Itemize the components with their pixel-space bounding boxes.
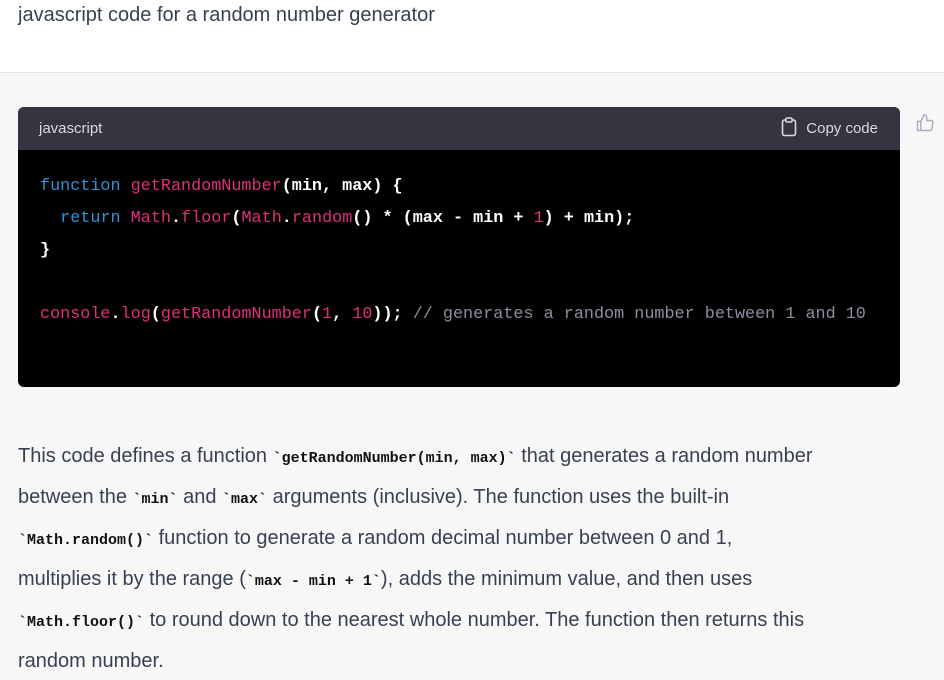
code-token: getRandomNumber xyxy=(160,305,312,324)
answer-line: This code defines a function `getRandomN… xyxy=(18,437,813,478)
code-line: console.log(getRandomNumber(1, 10)); // … xyxy=(40,299,870,331)
answer-text: random number. xyxy=(18,650,164,672)
code-token: 1 xyxy=(322,305,333,324)
answer-line: `Math.random()` function to generate a r… xyxy=(18,519,813,560)
copy-code-button[interactable]: Copy code xyxy=(781,116,878,141)
code-token xyxy=(121,209,131,228)
answer-text: and xyxy=(177,486,223,508)
code-token: } xyxy=(40,241,51,260)
answer-text: function to generate a random decimal nu… xyxy=(153,527,733,549)
code-token: ) + min); xyxy=(543,209,635,228)
code-token: console xyxy=(40,305,111,324)
code-content: function getRandomNumber(min, max) { ret… xyxy=(18,150,892,331)
code-token: floor xyxy=(181,209,232,228)
answer-line: multiplies it by the range (`max - min +… xyxy=(18,560,813,601)
code-token: 1 xyxy=(533,209,544,228)
code-token: 10 xyxy=(352,305,373,324)
inline-code: `min` xyxy=(132,491,178,508)
inline-code: `Math.random()` xyxy=(18,532,154,549)
user-message-row: javascript code for a random number gene… xyxy=(0,0,944,73)
thumbs-up-icon xyxy=(915,113,935,137)
clipboard-icon xyxy=(781,116,797,141)
answer-text: that generates a random number xyxy=(515,445,813,467)
code-block: javascript Copy code function getRandomN… xyxy=(18,107,900,387)
code-token: . xyxy=(170,209,182,228)
code-token: ( xyxy=(150,305,161,324)
code-token xyxy=(121,177,131,196)
answer-text: arguments (inclusive). The function uses… xyxy=(267,486,730,508)
code-token: () * (max - min + xyxy=(352,209,534,228)
code-token: random xyxy=(291,209,353,228)
code-token: Math xyxy=(130,209,171,228)
code-token: log xyxy=(120,305,151,324)
answer-line: `Math.floor()` to round down to the near… xyxy=(18,601,813,642)
code-token: (min, max) { xyxy=(281,177,403,196)
thumbs-up-button[interactable] xyxy=(915,113,935,138)
code-token: function xyxy=(40,177,121,196)
inline-code: `max` xyxy=(222,491,268,508)
copy-code-label: Copy code xyxy=(806,120,878,137)
code-language: javascript xyxy=(39,120,103,137)
code-header: javascript Copy code xyxy=(18,107,900,150)
answer-text: multiplies it by the range ( xyxy=(18,568,246,590)
code-token: // generates a random number between 1 a… xyxy=(412,305,866,324)
code-line: } xyxy=(40,235,870,267)
code-token: . xyxy=(281,209,292,228)
answer-text: This code defines a function xyxy=(18,445,273,467)
inline-code: `max - min + 1` xyxy=(245,573,381,590)
user-message: javascript code for a random number gene… xyxy=(18,4,435,26)
inline-code: `Math.floor()` xyxy=(18,614,145,631)
answer-line: between the `min` and `max` arguments (i… xyxy=(18,478,813,519)
code-line: function getRandomNumber(min, max) { xyxy=(40,171,870,203)
code-token: Math xyxy=(241,209,282,228)
code-line xyxy=(40,267,870,299)
code-token: ( xyxy=(311,305,323,324)
answer-text: ), adds the minimum value, and then uses xyxy=(380,568,753,590)
inline-code: `getRandomNumber(min, max)` xyxy=(272,450,516,467)
code-token: ( xyxy=(231,209,242,228)
code-token: , xyxy=(332,305,353,324)
answer-text: to round down to the nearest whole numbe… xyxy=(144,609,805,631)
assistant-answer-text: This code defines a function `getRandomN… xyxy=(18,437,813,680)
code-token: )); xyxy=(372,305,413,324)
answer-text: between the xyxy=(18,486,133,508)
code-token: getRandomNumber xyxy=(130,177,282,196)
code-token xyxy=(40,209,60,228)
answer-line: random number. xyxy=(18,642,813,680)
code-line: return Math.floor(Math.random() * (max -… xyxy=(40,203,870,235)
code-token: . xyxy=(110,305,121,324)
code-token: return xyxy=(60,209,121,228)
